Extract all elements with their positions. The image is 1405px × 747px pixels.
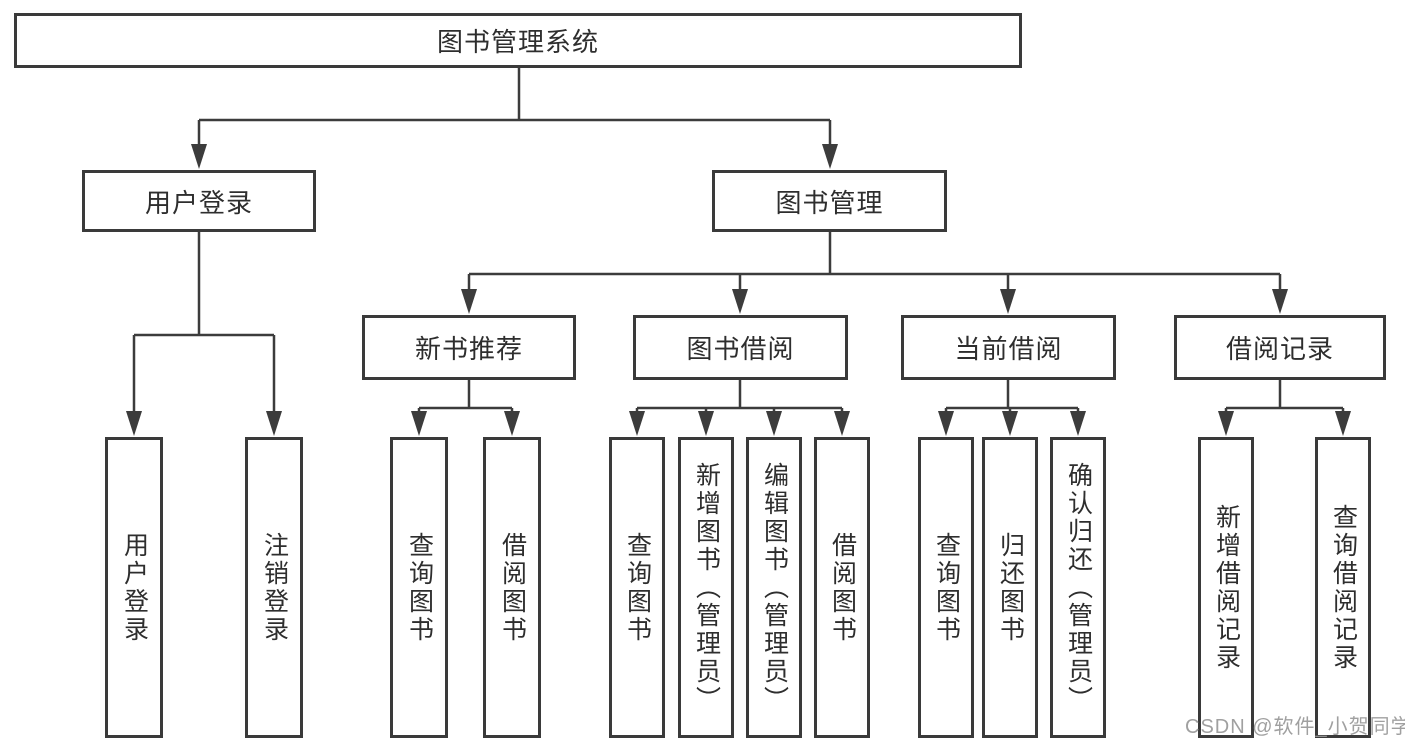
arrowheads [126, 144, 1351, 436]
node-leaf-user-login: 用户登录 [105, 437, 163, 738]
node-leaf-add-books-admin: 新增图书（管理员） [678, 437, 734, 738]
node-current-borrowing: 当前借阅 [901, 315, 1116, 380]
node-leaf-edit-books-admin: 编辑图书（管理员） [746, 437, 802, 738]
node-borrowing-records: 借阅记录 [1174, 315, 1386, 380]
node-leaf-query-books-borrowing: 查询图书 [609, 437, 665, 738]
csdn-watermark: CSDN @软件_小贺同学 [1185, 716, 1405, 738]
node-leaf-return-books: 归还图书 [982, 437, 1038, 738]
node-leaf-query-books-recommendation: 查询图书 [390, 437, 448, 738]
node-leaf-confirm-return-admin: 确认归还（管理员） [1050, 437, 1106, 738]
node-new-book-recommendation: 新书推荐 [362, 315, 576, 380]
node-leaf-query-borrow-record: 查询借阅记录 [1315, 437, 1371, 738]
node-leaf-borrow-books-recommendation: 借阅图书 [483, 437, 541, 738]
node-book-management: 图书管理 [712, 170, 947, 232]
node-library-management-system: 图书管理系统 [14, 13, 1022, 68]
node-leaf-logout-login: 注销登录 [245, 437, 303, 738]
node-leaf-borrow-books-borrowing: 借阅图书 [814, 437, 870, 738]
node-book-borrowing: 图书借阅 [633, 315, 848, 380]
node-user-login: 用户登录 [82, 170, 316, 232]
node-leaf-add-borrow-record: 新增借阅记录 [1198, 437, 1254, 738]
node-leaf-query-books-current: 查询图书 [918, 437, 974, 738]
